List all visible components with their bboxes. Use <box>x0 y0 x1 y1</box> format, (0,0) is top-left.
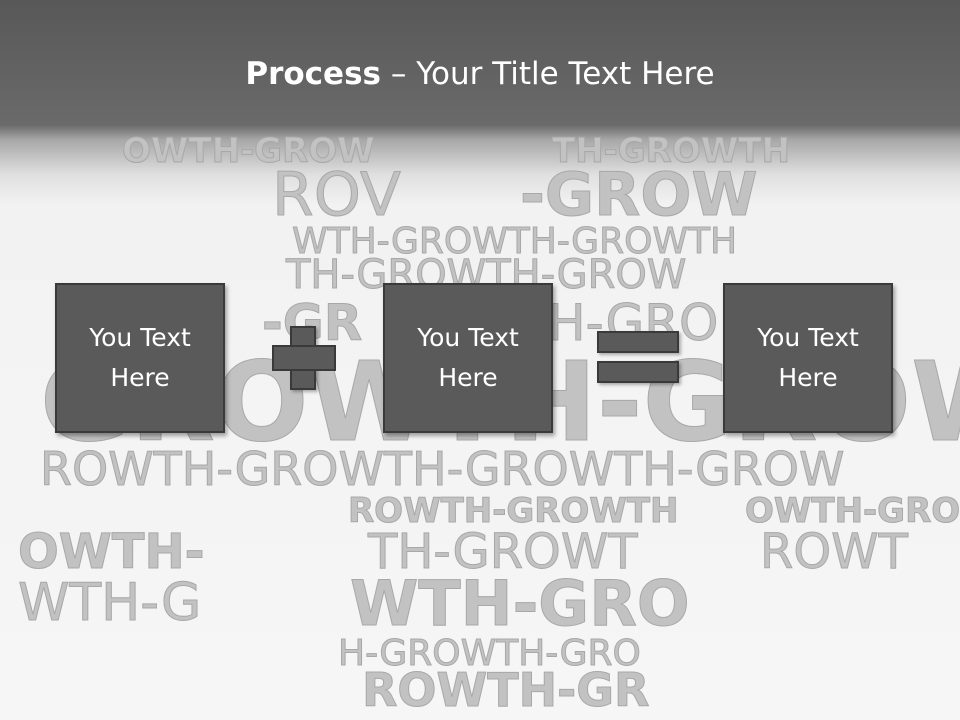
box-line-1: You Text <box>757 323 859 352</box>
slide-title: Process – Your Title Text Here <box>0 52 960 96</box>
watermark-text: ROWT <box>760 524 909 580</box>
equals-icon-bottom-bar <box>597 361 679 383</box>
watermark-text: TH-GROWT <box>367 524 638 580</box>
box-line-2: Here <box>110 363 170 392</box>
watermark-text: WTH-G <box>18 573 201 633</box>
watermark-text: WTH-GRO <box>350 567 690 640</box>
equals-icon-top-bar <box>597 331 679 353</box>
watermark-text: ROWTH-GR <box>362 663 649 717</box>
watermark-text: -GROW <box>520 160 758 230</box>
title-rest: – Your Title Text Here <box>381 56 715 92</box>
box-line-1: You Text <box>89 323 191 352</box>
title-strong: Process <box>245 56 381 92</box>
watermark-text: ROWTH-GROWTH-GROWTH-GROW <box>40 442 844 496</box>
box-line-2: Here <box>438 363 498 392</box>
watermark-text: WTH-GROWTH-GROWTH <box>292 221 737 262</box>
plus-icon-center <box>292 347 314 369</box>
box-line-1: You Text <box>417 323 519 352</box>
watermark-text: ROWTH-GROWTH <box>348 491 679 531</box>
watermark-text: OWTH- <box>18 524 205 580</box>
watermark-text: ROV <box>272 160 401 230</box>
watermark-text: H-GROWTH-GRO <box>338 633 641 674</box>
watermark-text: OWTH-GRO <box>745 491 960 531</box>
box-line-2: Here <box>778 363 838 392</box>
watermark-text: TH-GROWTH <box>552 131 790 171</box>
watermark-text: OWTH-GROW <box>122 131 375 171</box>
